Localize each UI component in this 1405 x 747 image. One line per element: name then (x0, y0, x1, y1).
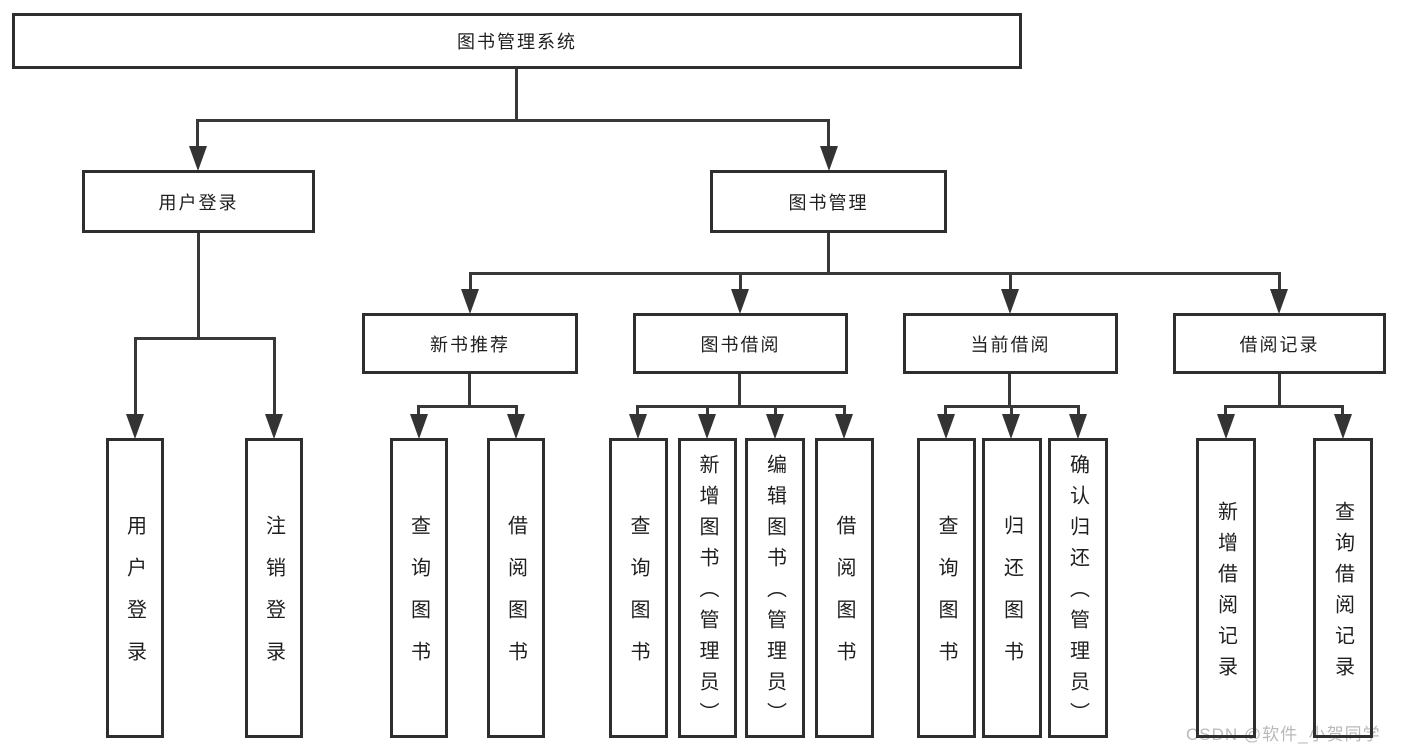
arrow-down-icon (629, 414, 647, 439)
connector-bookmgmt-drop-1 (469, 272, 472, 292)
node-label: 新增借阅记录 (1214, 500, 1237, 687)
arrow-down-icon (126, 414, 144, 439)
connector-bookborrow-drop-3 (774, 405, 777, 417)
node-book-borrow: 图书借阅 (633, 313, 848, 374)
connector-root-drop-left (196, 119, 199, 149)
connector-newbook-stem (468, 374, 471, 408)
connector-bookborrow-hline (636, 405, 846, 408)
arrow-down-icon (507, 414, 525, 439)
connector-bookborrow-drop-1 (636, 405, 639, 417)
leaf-query-books-3: 查询图书 (917, 438, 976, 738)
arrow-down-icon (265, 414, 283, 439)
node-label: 借阅图书 (833, 515, 855, 683)
leaf-query-books-2: 查询图书 (609, 438, 668, 738)
connector-borrowrecord-drop-1 (1224, 405, 1227, 417)
connector-root-drop-right (827, 119, 830, 149)
node-root-library-system: 图书管理系统 (12, 13, 1022, 69)
connector-bookmgmt-stem (827, 233, 830, 275)
node-label: 图书管理系统 (457, 32, 577, 52)
node-user-login: 用户登录 (82, 170, 315, 233)
node-label: 确认归还（管理员） (1066, 454, 1089, 733)
connector-userlogin-hline (134, 337, 276, 340)
node-label: 图书管理 (788, 192, 869, 213)
leaf-borrow-books-2: 借阅图书 (815, 438, 874, 738)
node-current-borrow: 当前借阅 (903, 313, 1118, 374)
connector-newbook-hline (417, 405, 518, 408)
connector-borrowrecord-stem (1278, 374, 1281, 408)
arrow-down-icon (835, 414, 853, 439)
node-label: 注销登录 (262, 515, 285, 683)
arrow-down-icon (698, 414, 716, 439)
arrow-down-icon (820, 146, 838, 171)
connector-bookborrow-drop-4 (843, 405, 846, 417)
arrow-down-icon (189, 146, 207, 171)
connector-currentborrow-drop-3 (1077, 405, 1080, 417)
node-label: 新增图书（管理员） (696, 454, 718, 733)
node-label: 当前借阅 (970, 334, 1051, 355)
node-book-management: 图书管理 (710, 170, 947, 233)
connector-bookborrow-drop-2 (706, 405, 709, 417)
connector-bookmgmt-drop-4 (1278, 272, 1281, 292)
node-new-book-recommend: 新书推荐 (362, 313, 578, 374)
connector-newbook-drop-2 (515, 405, 518, 417)
arrow-down-icon (1334, 414, 1352, 439)
connector-root-stem (515, 68, 518, 122)
node-label: 查询图书 (935, 515, 957, 683)
node-label: 归还图书 (1000, 515, 1023, 683)
connector-userlogin-drop-left (134, 337, 137, 417)
node-label: 用户登录 (158, 192, 239, 213)
leaf-borrow-books-1: 借阅图书 (487, 438, 545, 738)
connector-currentborrow-stem (1008, 374, 1011, 408)
node-label: 查询借阅记录 (1331, 500, 1354, 687)
arrow-down-icon (937, 414, 955, 439)
leaf-return-books: 归还图书 (982, 438, 1042, 738)
arrow-down-icon (766, 414, 784, 439)
node-label: 新书推荐 (430, 334, 510, 355)
arrow-down-icon (1002, 414, 1020, 439)
connector-bookmgmt-drop-2 (739, 272, 742, 292)
arrow-down-icon (731, 289, 749, 314)
connector-newbook-drop-1 (417, 405, 420, 417)
arrow-down-icon (461, 289, 479, 314)
connector-borrowrecord-hline (1224, 405, 1344, 408)
node-label: 借阅图书 (504, 515, 527, 683)
arrow-down-icon (410, 414, 428, 439)
leaf-edit-books-admin: 编辑图书（管理员） (745, 438, 805, 738)
connector-root-hline (196, 119, 830, 122)
connector-userlogin-drop-right (273, 337, 276, 417)
node-label: 用户登录 (123, 515, 146, 683)
node-label: 编辑图书（管理员） (763, 454, 786, 733)
connector-currentborrow-drop-2 (1010, 405, 1013, 417)
connector-currentborrow-drop-1 (944, 405, 947, 417)
arrow-down-icon (1001, 289, 1019, 314)
leaf-logout: 注销登录 (245, 438, 303, 738)
leaf-add-books-admin: 新增图书（管理员） (678, 438, 737, 738)
connector-bookborrow-stem (738, 374, 741, 408)
connector-bookmgmt-hline (469, 272, 1281, 275)
node-label: 查询图书 (627, 515, 649, 683)
arrow-down-icon (1217, 414, 1235, 439)
node-borrow-record: 借阅记录 (1173, 313, 1386, 374)
leaf-query-borrow-record: 查询借阅记录 (1313, 438, 1373, 738)
leaf-user-login: 用户登录 (106, 438, 164, 738)
leaf-confirm-return-admin: 确认归还（管理员） (1048, 438, 1108, 738)
arrow-down-icon (1270, 289, 1288, 314)
connector-borrowrecord-drop-2 (1341, 405, 1344, 417)
leaf-add-borrow-record: 新增借阅记录 (1196, 438, 1256, 738)
node-label: 查询图书 (407, 515, 430, 683)
csdn-watermark: CSDN @软件_小贺同学 (1186, 725, 1381, 744)
node-label: 借阅记录 (1239, 334, 1320, 355)
arrow-down-icon (1069, 414, 1087, 439)
connector-bookmgmt-drop-3 (1009, 272, 1012, 292)
node-label: 图书借阅 (700, 334, 781, 355)
connector-userlogin-stem (197, 233, 200, 340)
leaf-query-books-1: 查询图书 (390, 438, 448, 738)
